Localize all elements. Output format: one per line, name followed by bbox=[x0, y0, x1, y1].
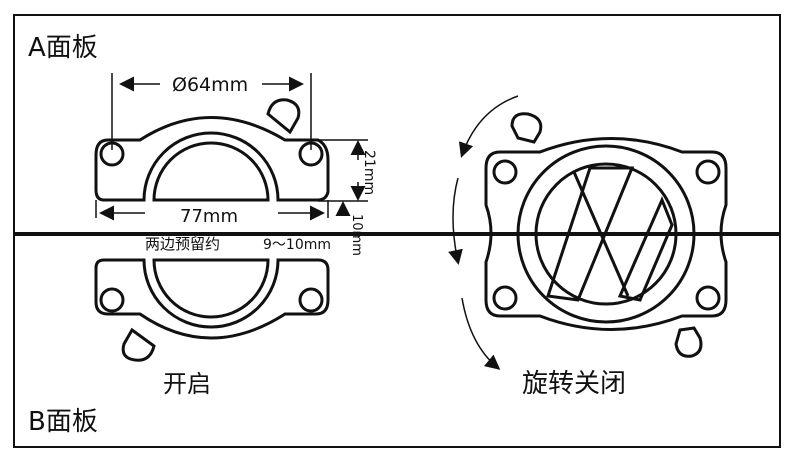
panel-a-label: A面板 bbox=[28, 33, 98, 63]
dimension-annotations: Ø64mm 77mm 21mm 10mm 两边预留约 9～10mm bbox=[95, 73, 377, 256]
reserve-value: 9～10mm bbox=[263, 237, 331, 253]
panel-b-flange bbox=[94, 258, 330, 362]
reserve-note: 两边预留约 bbox=[145, 235, 220, 253]
rotation-arrows-icon bbox=[448, 95, 519, 370]
closed-valve bbox=[484, 112, 728, 358]
knob-icon bbox=[674, 326, 703, 358]
rotate-close-label: 旋转关闭 bbox=[522, 369, 626, 399]
knob-icon bbox=[510, 112, 543, 144]
open-label: 开启 bbox=[163, 370, 211, 398]
knob-icon bbox=[266, 98, 301, 135]
height-dimension: 21mm bbox=[361, 150, 377, 195]
knob-icon bbox=[121, 327, 156, 362]
gap-dimension: 10mm bbox=[349, 214, 364, 256]
width-dimension: 77mm bbox=[180, 206, 238, 227]
panel-b-label: B面板 bbox=[28, 407, 98, 437]
diameter-dimension: Ø64mm bbox=[172, 74, 248, 96]
frame-border bbox=[13, 14, 781, 448]
panel-a-flange bbox=[94, 98, 330, 202]
